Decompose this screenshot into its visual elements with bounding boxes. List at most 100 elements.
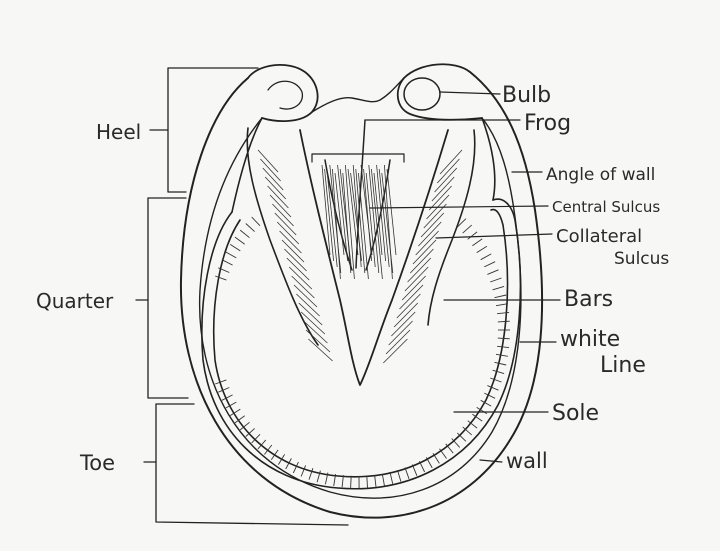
white-line-hatch-mark [495, 295, 507, 298]
white-line-hatch-mark [496, 354, 508, 356]
collateral-sulcus-right-stroke [408, 258, 431, 282]
collateral-sulcus-right-stroke [440, 150, 462, 174]
collateral-sulcus-left-stroke [294, 285, 317, 307]
white-line-hatch-mark [252, 217, 260, 226]
white-line-hatch-mark [495, 362, 507, 365]
white-line-hatch-mark [240, 230, 249, 238]
collateral-sulcus-right-stroke [394, 303, 418, 327]
white-line-hatch-mark [493, 370, 505, 373]
collateral-sulcus-left-stroke [280, 231, 302, 253]
frog-shade-stroke [358, 173, 368, 279]
collateral-sulcus-left-stroke [289, 267, 312, 289]
collateral-sulcus-left-stroke [265, 177, 286, 199]
white-line-hatch-mark [484, 262, 495, 267]
collateral-sulcus-right-stroke [418, 222, 441, 246]
white-line-hatch-mark [496, 304, 508, 306]
white-line-hatch-mark [419, 461, 424, 472]
label-heel: Heel [96, 120, 141, 144]
white-line-hatch-mark [222, 260, 233, 265]
white-line-hatch-mark [487, 270, 498, 275]
white-line-hatch-mark [390, 472, 393, 484]
collateral-sulcus-left-stroke [263, 168, 283, 190]
label-quarter: Quarter [36, 289, 114, 313]
collateral-sulcus-left-stroke [275, 213, 296, 235]
white-line-hatch-mark [498, 321, 510, 322]
collateral-sulcus-left-stroke [292, 276, 315, 298]
white-line-hatch-mark [498, 338, 510, 339]
collateral-sulcus-left-stroke [268, 186, 289, 208]
white-line-hatch-mark [477, 246, 487, 252]
white-line-hatch-mark [490, 378, 501, 382]
label-angle-of-wall: Angle of wall [546, 165, 655, 185]
white-line-hatch-mark [468, 232, 477, 239]
collateral-sulcus-left-stroke [284, 249, 306, 271]
frog-central-ridge-left [325, 120, 365, 270]
collateral-sulcus-right-stroke [400, 285, 424, 309]
white-line-hatch-mark [367, 476, 368, 488]
label-white-line-2: Line [600, 353, 646, 378]
label-bulb: Bulb [502, 83, 551, 108]
label-wall: wall [506, 449, 548, 473]
white-line-hatch-mark [235, 237, 245, 244]
white-line-hatch-mark [226, 252, 237, 258]
collateral-sulcus-right-stroke [437, 159, 459, 183]
frog-shade-stroke [387, 169, 396, 255]
collateral-sulcus-right-stroke [397, 294, 421, 318]
white-line-hatch-mark [215, 276, 226, 280]
collateral-sulcus-right-stroke [429, 186, 451, 210]
label-sole: Sole [552, 401, 599, 426]
white-line-hatch-mark [398, 470, 401, 482]
collateral-sulcus-right-stroke [421, 213, 444, 237]
label-central-sulcus: Central Sulcus [552, 198, 660, 216]
white-line-hatch-mark [493, 286, 505, 289]
white-line-hatch-mark [230, 244, 240, 251]
label-collateral-sulcus-2: Sulcus [614, 249, 669, 269]
white-line-hatch-mark [463, 225, 472, 233]
white-line-hatch-mark [405, 468, 409, 479]
label-white-line-1: white [560, 327, 620, 352]
label-collateral-sulcus-1: Collateral [556, 226, 642, 247]
collateral-sulcus-right-stroke [405, 267, 428, 291]
collateral-sulcus-left-stroke [272, 204, 293, 226]
white-line-hatch-mark [487, 386, 498, 391]
white-line-hatch-mark [472, 239, 482, 246]
label-frog: Frog [524, 111, 571, 136]
white-line-hatch-mark [497, 312, 509, 313]
white-line-hatch-mark [375, 475, 376, 487]
bulb-cleft [312, 78, 404, 112]
white-line-hatch-mark [246, 224, 255, 232]
collateral-sulcus-right-stroke [435, 168, 457, 192]
collateral-sulcus-right-stroke [391, 312, 415, 336]
collateral-sulcus-right-stroke [413, 240, 436, 264]
white-line-hatch-mark [481, 254, 492, 260]
bulb-left-detail [268, 81, 302, 109]
collateral-sulcus-left-stroke [308, 339, 332, 361]
collateral-sulcus-right-stroke [383, 339, 407, 363]
white-line-hatch-mark [484, 393, 495, 398]
bulb-right-round [404, 78, 440, 110]
collateral-sulcus-left-stroke [270, 195, 291, 217]
collateral-sulcus-right-stroke [410, 249, 433, 273]
collateral-sulcus-left-stroke [260, 159, 280, 181]
collateral-sulcus-left-stroke [277, 222, 299, 244]
label-toe: Toe [79, 451, 115, 475]
white-line-hatch-mark [309, 468, 313, 479]
white-line-hatch-mark [271, 450, 278, 460]
collateral-sulcus-right-stroke [432, 177, 454, 201]
hoof-wall-outer [181, 72, 542, 518]
label-bars: Bars [564, 287, 613, 312]
collateral-sulcus-left-stroke [258, 150, 278, 172]
collateral-sulcus-right-stroke [402, 276, 425, 300]
white-line-hatch-mark [301, 465, 306, 476]
collateral-sulcus-right-stroke [386, 330, 410, 354]
bulb-left [248, 65, 318, 121]
white-line-hatch-mark [412, 465, 417, 476]
collateral-sulcus-left-stroke [282, 240, 304, 262]
leader-lines [366, 92, 560, 462]
white-line-hatch-mark [351, 476, 352, 488]
white-line-outer [202, 199, 521, 489]
frog-shade-stroke [379, 169, 389, 267]
collateral-sulcus-right-stroke [389, 321, 413, 345]
collateral-sulcus-left-stroke [299, 303, 322, 325]
